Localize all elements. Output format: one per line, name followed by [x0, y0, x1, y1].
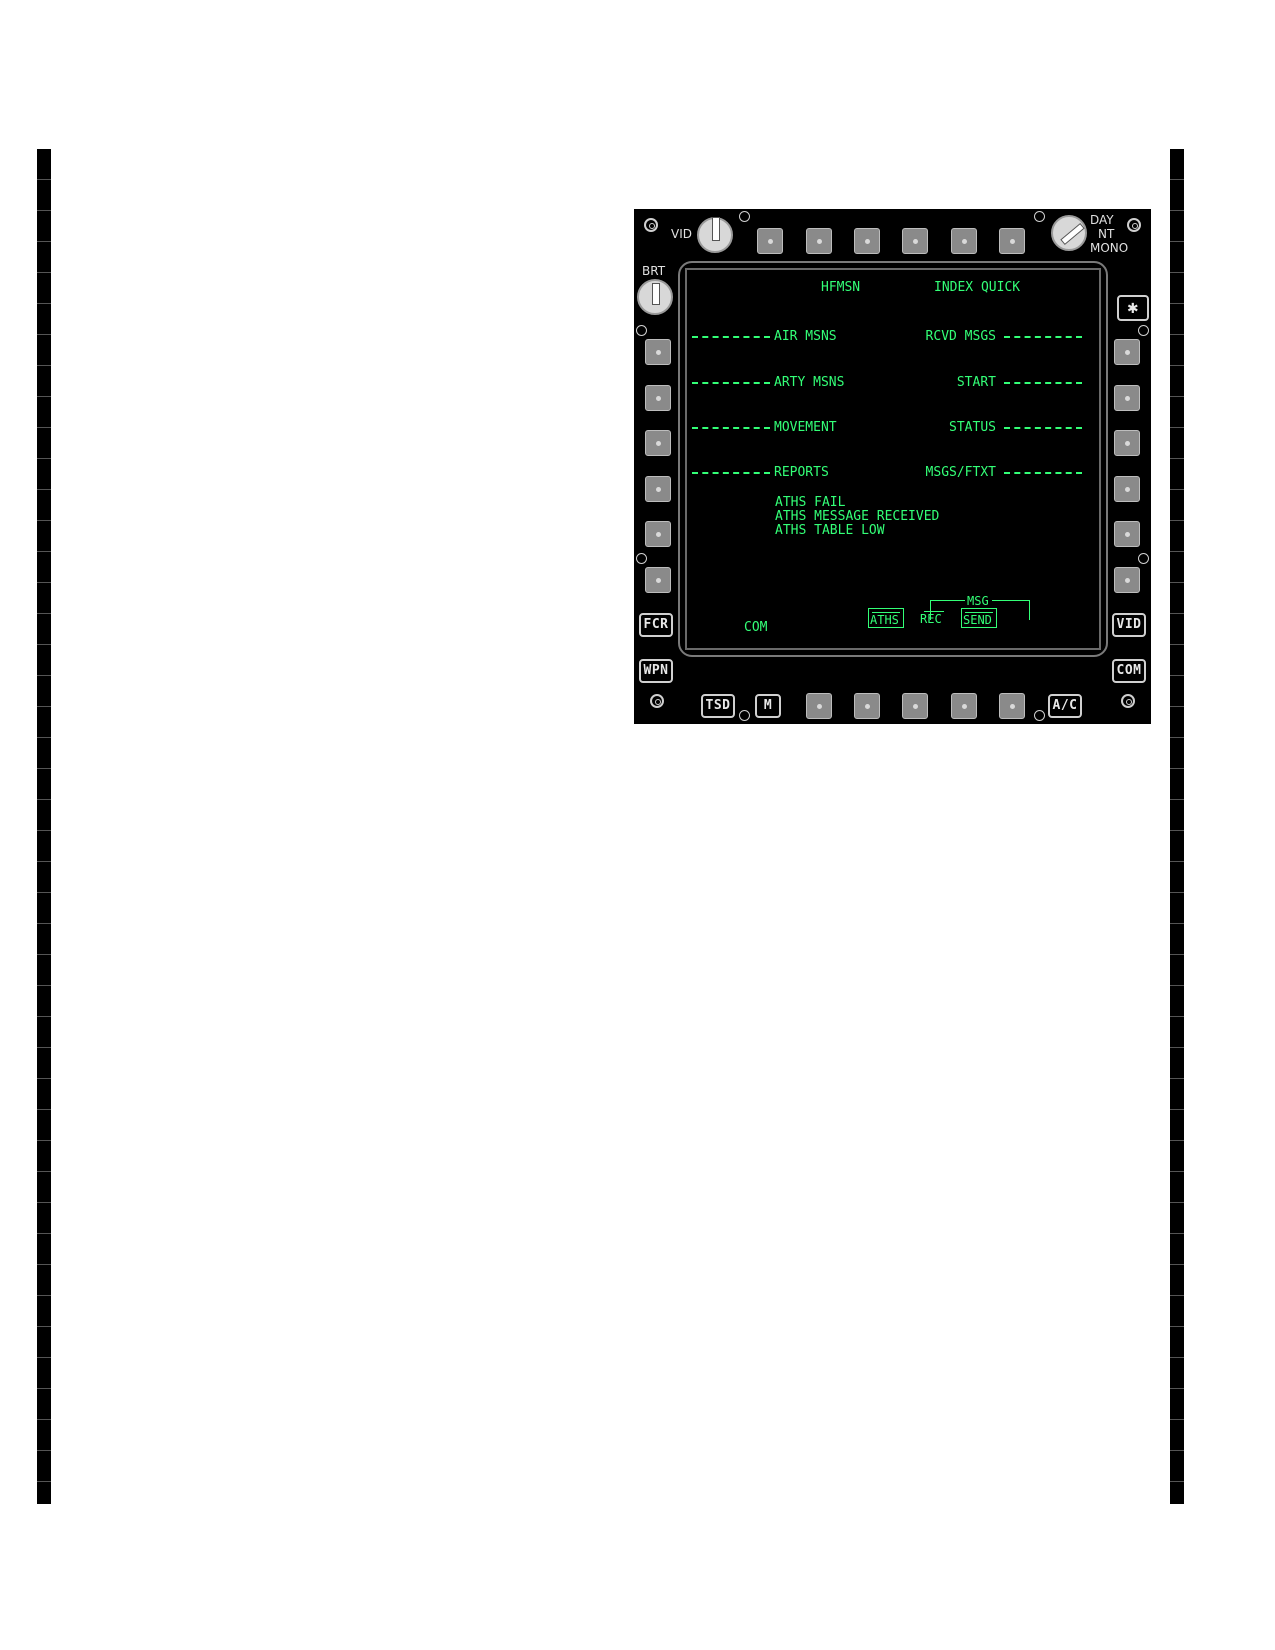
aths-option-label: ATHS: [870, 613, 899, 627]
option-leader-line: [1004, 472, 1082, 474]
brt-knob-label: BRT: [642, 264, 666, 278]
bezel-button-t5[interactable]: [951, 228, 977, 254]
com-key[interactable]: COM: [1112, 659, 1146, 683]
rcvd-msgs-option[interactable]: RCVD MSGS: [925, 329, 996, 344]
screw-icon: [1127, 218, 1141, 232]
wpn-key[interactable]: WPN: [639, 659, 673, 683]
movement-option[interactable]: MOVEMENT: [774, 420, 837, 435]
bezel-button-t6[interactable]: [999, 228, 1025, 254]
msg-group-bracket: [992, 600, 1030, 601]
selection-arrow-icon: [965, 612, 993, 613]
bezel-button-l1[interactable]: [645, 339, 671, 365]
display-screen-inner-frame: [685, 268, 1101, 650]
bezel-button-t3[interactable]: [854, 228, 880, 254]
bezel-button-r5[interactable]: [1114, 521, 1140, 547]
advisory-aths-message-received: ATHS MESSAGE RECEIVED: [775, 509, 940, 524]
option-leader-line: [1004, 336, 1082, 338]
advisory-aths-table-low: ATHS TABLE LOW: [775, 523, 885, 538]
send-option[interactable]: SEND: [961, 608, 997, 628]
bezel-button-r1[interactable]: [1114, 339, 1140, 365]
bezel-button-r2[interactable]: [1114, 385, 1140, 411]
send-option-label: SEND: [963, 613, 992, 627]
index-quick-label[interactable]: INDEX QUICK: [934, 280, 1021, 295]
vid-brightness-knob[interactable]: [697, 217, 733, 253]
bezel-button-l2[interactable]: [645, 385, 671, 411]
screw-icon: [644, 218, 658, 232]
mount-ring-icon: [1034, 710, 1045, 721]
mount-ring-icon: [1138, 325, 1149, 336]
mount-ring-icon: [1138, 553, 1149, 564]
bezel-button-l3[interactable]: [645, 430, 671, 456]
mount-ring-icon: [636, 325, 647, 336]
fcr-key[interactable]: FCR: [639, 613, 673, 637]
msg-group-bracket: [1029, 600, 1030, 620]
msg-group-label: MSG: [967, 594, 989, 608]
bezel-button-r6[interactable]: [1114, 567, 1140, 593]
multifunction-display: VID BRT DAY NT MONO ✱ FCR WPN VID COM TS…: [634, 209, 1151, 724]
change-bar-right: [1170, 149, 1184, 1504]
bezel-button-t1[interactable]: [757, 228, 783, 254]
tsd-key[interactable]: TSD: [701, 694, 735, 718]
bezel-button-r3[interactable]: [1114, 430, 1140, 456]
bezel-button-b5[interactable]: [951, 693, 977, 719]
hfmsn-label[interactable]: HFMSN: [821, 280, 861, 295]
bezel-button-l5[interactable]: [645, 521, 671, 547]
bezel-button-b2[interactable]: [806, 693, 832, 719]
bezel-button-l6[interactable]: [645, 567, 671, 593]
change-bar-left: [37, 149, 51, 1504]
air-msns-option[interactable]: AIR MSNS: [774, 329, 837, 344]
m-key[interactable]: M: [755, 694, 781, 718]
mode-select-knob[interactable]: [1051, 215, 1087, 251]
msgs-ftxt-option[interactable]: MSGS/FTXT: [925, 465, 996, 480]
screw-icon: [1121, 694, 1135, 708]
vid-key[interactable]: VID: [1112, 613, 1146, 637]
mount-ring-icon: [1034, 211, 1045, 222]
bezel-button-b3[interactable]: [854, 693, 880, 719]
screw-icon: [650, 694, 664, 708]
asterisk-key[interactable]: ✱: [1117, 295, 1149, 321]
arty-msns-option[interactable]: ARTY MSNS: [774, 375, 845, 390]
display-screen: HFMSN INDEX QUICK AIR MSNS ARTY MSNS MOV…: [678, 261, 1108, 657]
option-leader-line: [692, 336, 770, 338]
rec-option-label: REC: [920, 612, 942, 626]
selection-arrow-icon: [924, 611, 944, 612]
selection-arrow-icon: [872, 612, 900, 613]
start-option[interactable]: START: [956, 375, 996, 390]
reports-option[interactable]: REPORTS: [774, 465, 829, 480]
mount-ring-icon: [636, 553, 647, 564]
option-leader-line: [692, 427, 770, 429]
brightness-knob[interactable]: [637, 279, 673, 315]
mode-label-day: DAY: [1090, 213, 1114, 227]
option-leader-line: [692, 472, 770, 474]
aths-option[interactable]: ATHS: [868, 608, 904, 628]
msg-group-bracket: [930, 600, 965, 601]
mount-ring-icon: [739, 710, 750, 721]
option-leader-line: [1004, 427, 1082, 429]
advisory-aths-fail: ATHS FAIL: [775, 495, 846, 510]
bezel-button-r4[interactable]: [1114, 476, 1140, 502]
com-option[interactable]: COM: [744, 620, 768, 635]
bezel-button-b6[interactable]: [999, 693, 1025, 719]
vid-knob-label: VID: [671, 227, 692, 241]
bezel-button-t4[interactable]: [902, 228, 928, 254]
option-leader-line: [1004, 382, 1082, 384]
mode-label-nt: NT: [1098, 227, 1115, 241]
msg-group-bracket: [930, 600, 931, 620]
bezel-button-t2[interactable]: [806, 228, 832, 254]
mount-ring-icon: [739, 211, 750, 222]
status-option[interactable]: STATUS: [949, 420, 996, 435]
bezel-button-l4[interactable]: [645, 476, 671, 502]
ac-key[interactable]: A/C: [1048, 694, 1082, 718]
rec-option[interactable]: REC: [918, 608, 948, 628]
bezel-button-b4[interactable]: [902, 693, 928, 719]
option-leader-line: [692, 382, 770, 384]
mode-label-mono: MONO: [1090, 241, 1129, 255]
